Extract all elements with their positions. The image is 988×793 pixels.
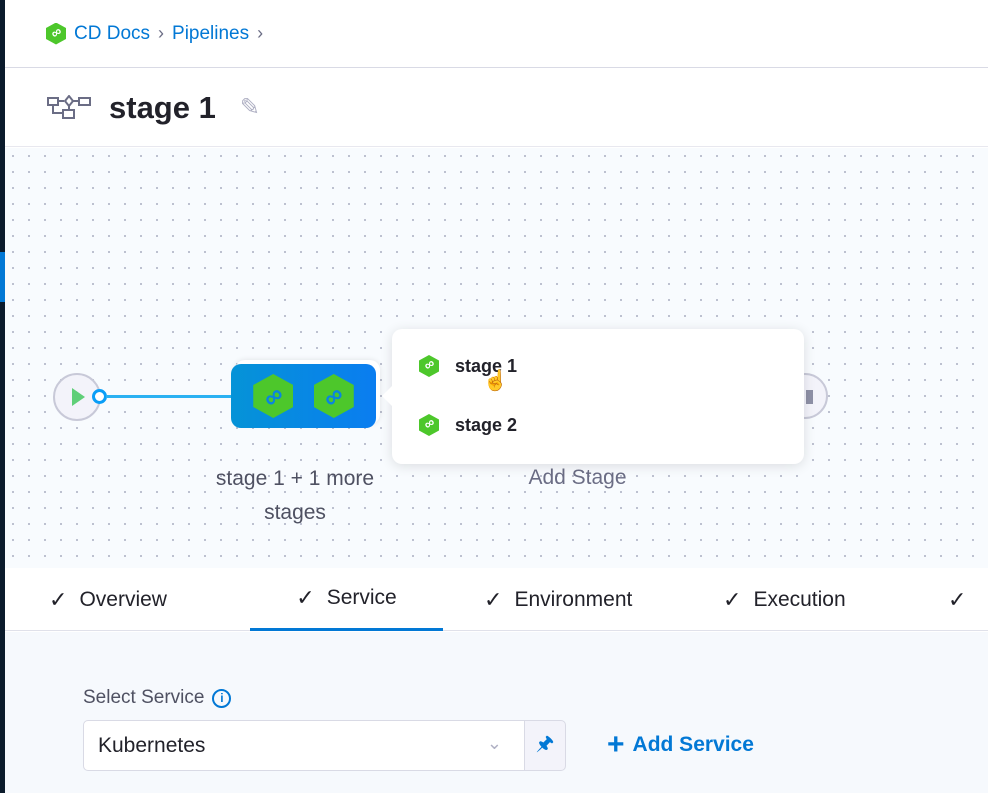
deploy-stage-icon: ∞: [313, 374, 354, 418]
check-icon: ✓: [948, 586, 967, 612]
breadcrumb: CD Docs › Pipelines ›: [5, 0, 988, 68]
add-stage-label[interactable]: Add Stage: [528, 466, 627, 489]
edit-pencil-icon[interactable]: ✎: [239, 94, 260, 121]
stage-group-popup: stage 1 stage 2: [382, 329, 804, 464]
chevron-right-icon: ›: [158, 23, 165, 43]
popup-item-label: stage 1: [455, 355, 518, 376]
deploy-stage-icon: ∞: [253, 374, 294, 418]
tab-label: Environment: [514, 587, 633, 611]
service-select[interactable]: Kubernetes ⌄: [83, 720, 525, 771]
tab-label: Service: [326, 586, 397, 609]
select-service-label: Select Service i: [83, 687, 232, 709]
pipeline-canvas[interactable]: ∞ ∞ stage 1 + 1 more stages Add Stage st…: [5, 148, 988, 568]
deploy-stage-icon: [419, 414, 439, 436]
selected-service: Kubernetes: [98, 733, 206, 757]
pin-icon[interactable]: 🖈: [524, 720, 566, 771]
add-service-label: Add Service: [632, 733, 754, 756]
check-icon: ✓: [484, 586, 503, 612]
tab-overview[interactable]: ✓ Overview: [49, 568, 167, 631]
hand-cursor-icon: ☝: [483, 370, 508, 392]
check-icon: ✓: [723, 586, 742, 612]
popup-item-stage-2[interactable]: stage 2: [419, 414, 517, 436]
tab-more[interactable]: ✓: [948, 568, 966, 631]
chevron-right-icon: ›: [257, 23, 264, 43]
cd-module-icon: [46, 22, 66, 45]
page-title: stage 1: [109, 89, 216, 125]
plus-icon: +: [607, 728, 625, 761]
breadcrumb-pipelines[interactable]: Pipelines: [172, 22, 250, 44]
connector-line: [106, 395, 234, 398]
stage-tabs: ✓ Overview ✓ Service ✓ Environment ✓ Executi…: [5, 568, 988, 631]
check-icon: ✓: [49, 586, 68, 612]
left-nav-active-indicator: [0, 252, 5, 302]
check-icon: ✓: [296, 585, 315, 610]
start-port[interactable]: [92, 389, 107, 404]
field-label: Select Service: [83, 687, 205, 708]
tab-execution[interactable]: ✓ Execution: [723, 568, 846, 631]
tab-environment[interactable]: ✓ Environment: [484, 568, 632, 631]
tab-label: Overview: [79, 587, 167, 611]
popup-item-label: stage 2: [455, 414, 518, 435]
title-bar: stage 1 ✎: [5, 69, 988, 147]
left-nav-strip: [0, 0, 5, 793]
deploy-stage-icon: [419, 355, 439, 377]
popup-item-stage-1[interactable]: stage 1: [419, 355, 517, 377]
breadcrumb-cd-docs[interactable]: CD Docs: [74, 22, 151, 44]
chevron-down-icon[interactable]: ⌄: [486, 733, 502, 753]
pipeline-icon: [47, 94, 91, 119]
service-panel: Select Service i Kubernetes ⌄ 🖈 + Add Se…: [5, 632, 988, 793]
tab-service[interactable]: ✓ Service: [250, 568, 443, 631]
info-icon[interactable]: i: [212, 688, 232, 708]
tab-label: Execution: [753, 587, 846, 611]
add-service-button[interactable]: + Add Service: [607, 730, 754, 760]
stage-group-node[interactable]: ∞ ∞: [231, 364, 376, 428]
stage-group-label: stage 1 + 1 more stages: [215, 467, 375, 524]
